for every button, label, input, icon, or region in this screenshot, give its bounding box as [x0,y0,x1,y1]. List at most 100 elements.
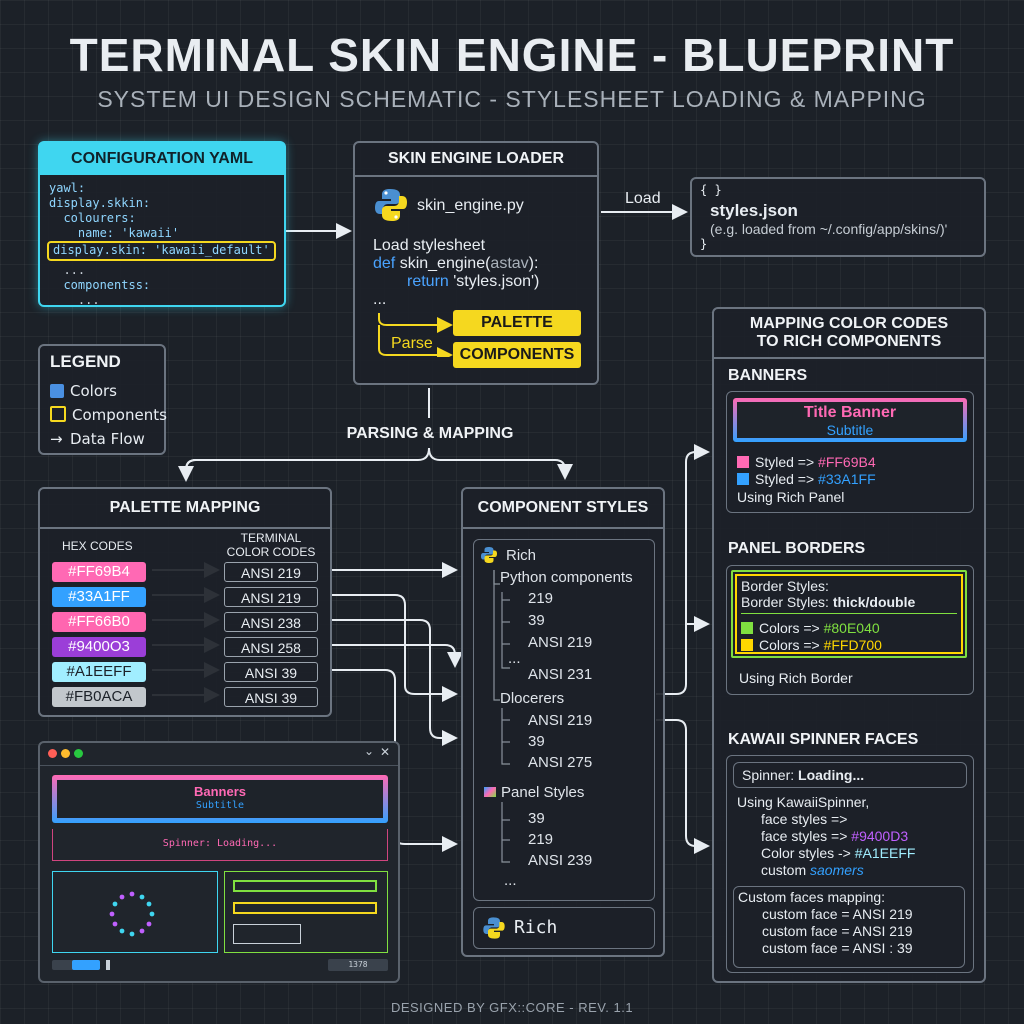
custom-faces-map: Custom faces mapping: custom face = ANSI… [733,886,965,968]
spinner-demo-text: Spinner: Loading... [742,767,864,783]
spinner-demo-value: Loading... [798,767,865,783]
title-banner-subtitle: Subtitle [826,422,874,438]
border-styles-1: Border Styles: [741,578,829,594]
panel-borders-card: Border Styles: Border Styles: thick/doub… [726,565,974,695]
footer-credit: DESIGNED BY GFX::CORE - REV. 1.1 [390,1000,634,1015]
face-styles-2-label: face styles => [761,828,852,844]
ansi-code-chip: ANSI 258 [224,637,318,657]
palette-mapping-panel: PALETTE MAPPING HEX CODES TERMINAL COLOR… [38,487,332,717]
preview-bar-yellow [233,902,377,914]
status-segment-cursor [106,960,110,970]
hex-code-chip: #FB0ACA [52,687,146,707]
chevron-down-icon[interactable]: ⌄ [363,744,374,758]
page-title: TERMINAL SKIN ENGINE - BLUEPRINT [69,29,955,81]
config-line-3: colourers: [49,211,136,225]
green-swatch [741,622,753,634]
legend-component-swatch [50,406,66,422]
tree-python-components: Python components [500,569,633,586]
custom-map-header: Custom faces mapping: [738,889,886,905]
ansi-code-chip: ANSI 39 [224,662,318,682]
python-icon [483,917,505,939]
banners-header: BANNERS [728,367,808,384]
pink-swatch [737,456,749,468]
loader-ellipsis: ... [373,291,387,308]
legend-panel: LEGEND Colors Components →Data Flow [38,344,167,455]
palette-node: PALETTE [453,310,581,336]
loader-header: SKIN ENGINE LOADER [355,143,597,177]
face-styles-1: face styles => [761,811,848,827]
window-titlebar: ⌄ ✕ [40,743,398,766]
def-name: skin_engine( [395,255,491,272]
title-banner: Title Banner Subtitle [733,398,967,442]
panel-styles-label: Panel Styles [501,784,585,801]
panel-borders-header: PANEL BORDERS [728,540,866,557]
config-line-6: ... [49,263,86,277]
border-styles-2-label: Border Styles: [741,594,833,610]
config-header: CONFIGURATION YAML [40,143,284,175]
components-node: COMPONENTS [453,342,581,368]
terminal-preview-window: ⌄ ✕ Banners Subtitle Spinner: Loading...… [38,741,400,983]
def-arg: astav [490,255,529,272]
col-terminal: TERMINAL [240,531,302,545]
tree-ansi219b: ANSI 219 [528,712,593,729]
loader-code-3: return 'styles.json') [407,273,539,291]
panel-styles-icon [484,787,496,797]
preview-banner-title: Banners [193,784,247,799]
color-styles-value: #A1EEFF [854,845,916,861]
styles-json-note: (e.g. loaded from ~/.config/app/skins/)' [710,221,948,237]
config-line-2: display.skkin: [49,196,151,210]
custom-label: custom [761,862,811,878]
minimize-dot[interactable] [61,749,70,758]
styled-2-value: #33A1FF [818,471,876,487]
border-colors-2: Colors => #FFD700 [741,637,882,653]
border-styles-2: Border Styles: thick/double [741,594,915,610]
border-demo: Border Styles: Border Styles: thick/doub… [731,570,967,658]
arrow-to-banners [656,444,710,695]
palette-mapping-header: PALETTE MAPPING [40,489,330,529]
spinner-header: KAWAII SPINNER FACES [728,731,919,748]
legend-colors: Colors [50,382,117,400]
styled-line-2: Styled => #33A1FF [737,471,876,487]
load-label: Load [625,190,661,207]
config-line-4: name: 'kawaii' [49,226,180,240]
ansi-code-chip: ANSI 219 [224,587,318,607]
tree-39c: 39 [528,810,545,827]
return-value: 'styles.json') [448,273,540,290]
preview-banner: Banners Subtitle [52,775,388,823]
custom-value: saomers [810,862,864,878]
legend-flow-label: Data Flow [70,430,145,448]
hex-code-chip: #33A1FF [52,587,146,607]
tree-lines [493,570,510,863]
styled-line-1: Styled => #FF69B4 [737,454,876,470]
tree-ansi275: ANSI 275 [528,754,593,771]
custom-face-3: custom face = ANSI : 39 [762,940,913,956]
spinner-card: Spinner: Loading... Using KawaiiSpinner,… [726,755,974,973]
ansi-code-chip: ANSI 39 [224,687,318,707]
legend-components-label: Components [72,406,167,424]
tree-dots2: ... [504,872,517,889]
preview-banner-subtitle: Subtitle [195,800,245,811]
preview-borders-box [224,871,388,953]
face-styles-2: face styles => #9400D3 [761,828,908,844]
close-icon[interactable]: ✕ [379,745,390,759]
color-styles-label: Color styles -> [761,845,855,861]
tree-ansi219: ANSI 219 [528,634,593,651]
styles-brace-close: } [700,237,708,251]
config-line-8: ... [49,293,100,307]
parsing-mapping-label: PARSING & MAPPING [346,425,514,442]
component-tree: Rich Python components 219 39 ANSI 219 .… [473,539,655,901]
hex-code-chip: #9400O3 [52,637,146,657]
skin-engine-loader-panel: SKIN ENGINE LOADER skin_engine.py Load s… [353,141,599,385]
legend-color-swatch [50,384,64,398]
return-keyword: return [407,273,449,290]
close-dot[interactable] [48,749,57,758]
status-segment-blue [72,960,100,970]
loader-filename: skin_engine.py [417,197,524,214]
ansi-code-chip: ANSI 219 [224,562,318,582]
legend-colors-label: Colors [70,382,117,400]
maximize-dot[interactable] [74,749,83,758]
tree-rich: Rich [506,547,537,564]
using-spinner: Using KawaiiSpinner, [737,794,870,810]
tree-39: 39 [528,612,545,629]
color-styles: Color styles -> #A1EEFF [761,845,915,861]
